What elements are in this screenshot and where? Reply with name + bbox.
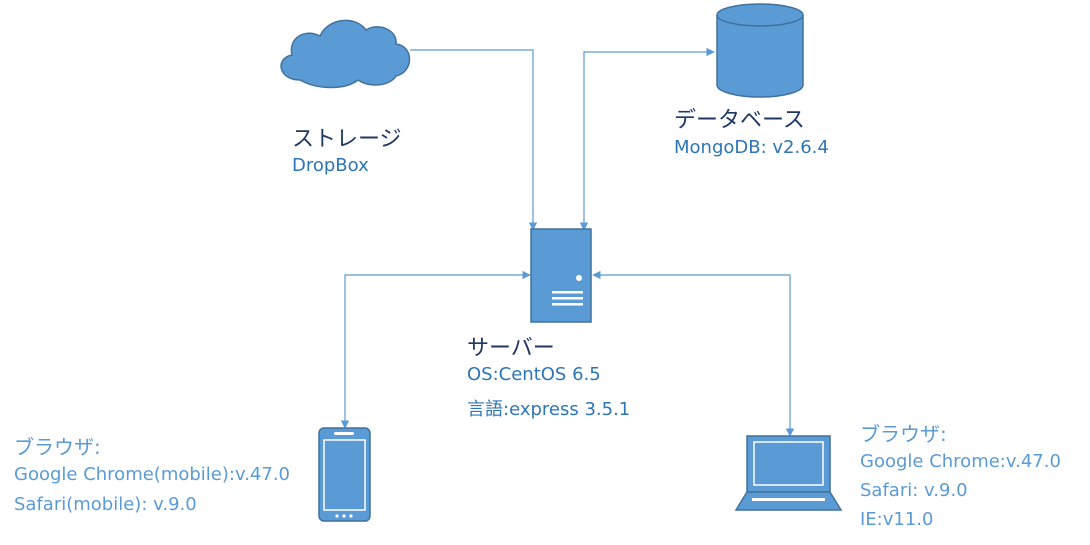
server-icon <box>530 228 592 323</box>
server-language: 言語:express 3.5.1 <box>467 399 631 420</box>
mobile-browser-safari: Safari(mobile): v.9.0 <box>14 494 197 515</box>
laptop-browser-title: ブラウザ: <box>860 422 947 446</box>
cloud-icon <box>280 19 411 89</box>
connector-server-database <box>579 47 715 231</box>
laptop-browser-safari: Safari: v.9.0 <box>860 480 968 501</box>
server-os: OS:CentOS 6.5 <box>467 364 601 385</box>
connector-server-laptop <box>592 270 795 437</box>
connector-server-mobile <box>340 270 531 429</box>
laptop-browser-chrome: Google Chrome:v.47.0 <box>860 451 1061 472</box>
storage-title: ストレージ <box>292 127 402 152</box>
connector-storage-server <box>410 49 538 231</box>
server-title: サーバー <box>467 336 555 361</box>
database-icon <box>716 3 804 98</box>
mobile-browser-title: ブラウザ: <box>14 435 101 459</box>
database-detail: MongoDB: v2.6.4 <box>674 137 829 158</box>
storage-detail: DropBox <box>292 155 369 176</box>
smartphone-icon <box>318 427 371 522</box>
database-title: データベース <box>674 108 805 133</box>
laptop-browser-ie: IE:v11.0 <box>860 509 934 530</box>
laptop-icon <box>734 435 843 511</box>
mobile-browser-chrome: Google Chrome(mobile):v.47.0 <box>14 464 291 485</box>
